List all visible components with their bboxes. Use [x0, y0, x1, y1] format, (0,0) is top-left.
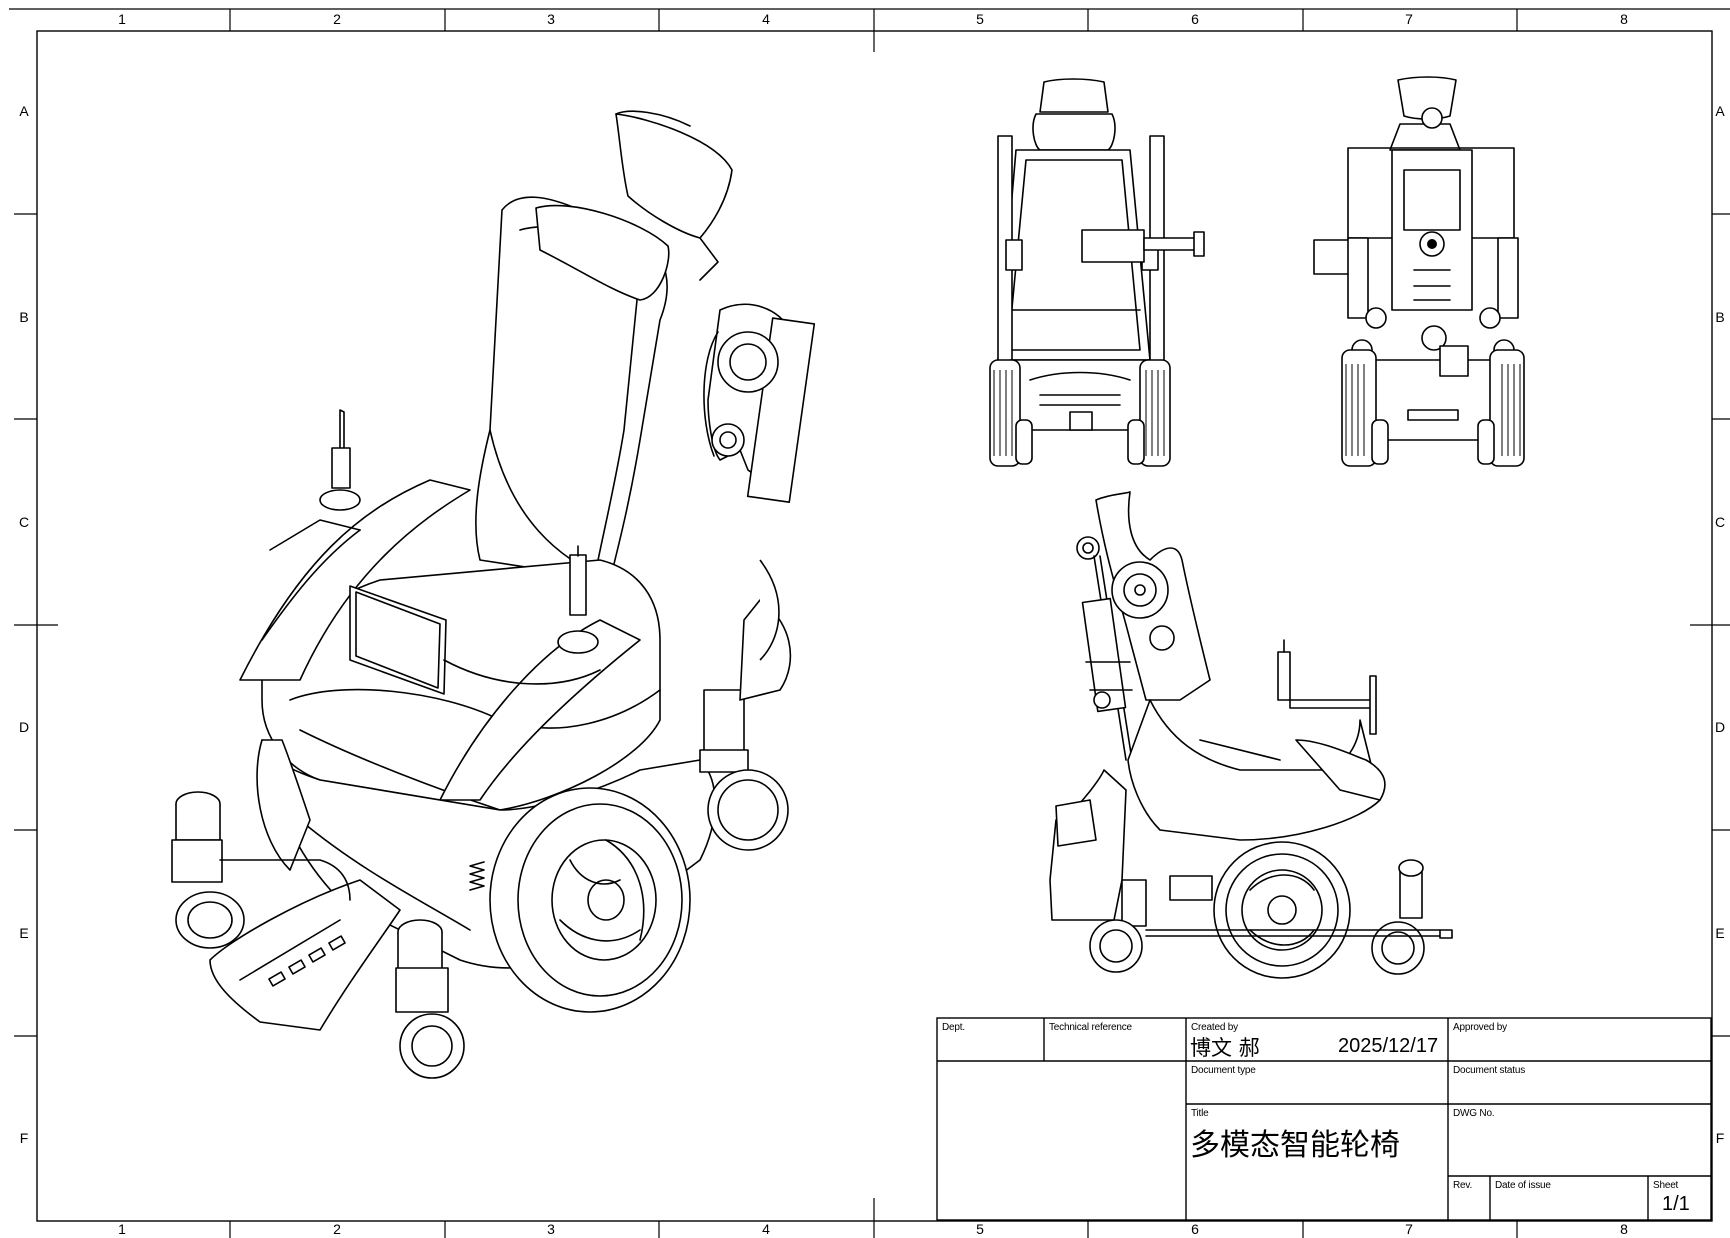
column-label-7-bottom: 7 — [1405, 1221, 1413, 1237]
column-label-8-bottom: 8 — [1620, 1221, 1628, 1237]
created-date: 2025/12/17 — [1338, 1035, 1439, 1057]
column-label-5: 5 — [976, 11, 984, 27]
isometric-view — [171, 110, 816, 1079]
title-label: Title — [1191, 1108, 1209, 1119]
column-label-2: 2 — [333, 11, 341, 27]
row-label-a-right: A — [1715, 103, 1725, 119]
rev-label: Rev. — [1453, 1180, 1473, 1191]
approved-by-label: Approved by — [1453, 1022, 1507, 1033]
created-by-name: 博文 郝 — [1190, 1036, 1260, 1060]
row-label-b-right: B — [1715, 309, 1725, 325]
dept-label: Dept. — [942, 1022, 965, 1033]
drawing-title: 多模态智能轮椅 — [1190, 1128, 1400, 1163]
document-status-label: Document status — [1453, 1065, 1526, 1076]
column-label-3: 3 — [547, 11, 555, 27]
row-label-c-right: C — [1714, 514, 1726, 530]
row-label-e: E — [19, 925, 29, 941]
date-of-issue-label: Date of issue — [1495, 1180, 1551, 1191]
document-type-label: Document type — [1191, 1065, 1256, 1076]
sheet-value: 1/1 — [1662, 1193, 1690, 1215]
footrest-slots — [268, 935, 346, 987]
technical-reference-label: Technical reference — [1049, 1022, 1132, 1033]
row-label-a: A — [19, 103, 29, 119]
dwg-no-label: DWG No. — [1453, 1108, 1495, 1119]
front-view — [989, 78, 1205, 467]
column-label-1-bottom: 1 — [118, 1221, 126, 1237]
column-label-6-bottom: 6 — [1191, 1221, 1199, 1237]
row-ticks — [14, 213, 1730, 1037]
row-label-f: F — [19, 1130, 29, 1146]
column-label-4-bottom: 4 — [762, 1221, 770, 1237]
row-label-d: D — [18, 719, 30, 735]
row-label-b: B — [19, 309, 29, 325]
column-label-1: 1 — [118, 11, 126, 27]
column-label-4: 4 — [762, 11, 770, 27]
column-label-6: 6 — [1191, 11, 1199, 27]
row-label-d-right: D — [1714, 719, 1726, 735]
title-block-grid — [936, 1017, 1712, 1221]
column-label-2-bottom: 2 — [333, 1221, 341, 1237]
column-label-3-bottom: 3 — [547, 1221, 555, 1237]
column-label-8: 8 — [1620, 11, 1628, 27]
row-label-c: C — [18, 514, 30, 530]
row-label-e-right: E — [1715, 925, 1725, 941]
column-label-5-bottom: 5 — [976, 1221, 984, 1237]
rear-view — [1313, 76, 1525, 467]
row-label-f-right: F — [1715, 1130, 1725, 1146]
column-label-7: 7 — [1405, 11, 1413, 27]
side-view — [1049, 491, 1453, 979]
created-by-label: Created by — [1191, 1022, 1238, 1033]
column-ticks — [9, 8, 1730, 1238]
sheet-label: Sheet — [1653, 1180, 1679, 1191]
